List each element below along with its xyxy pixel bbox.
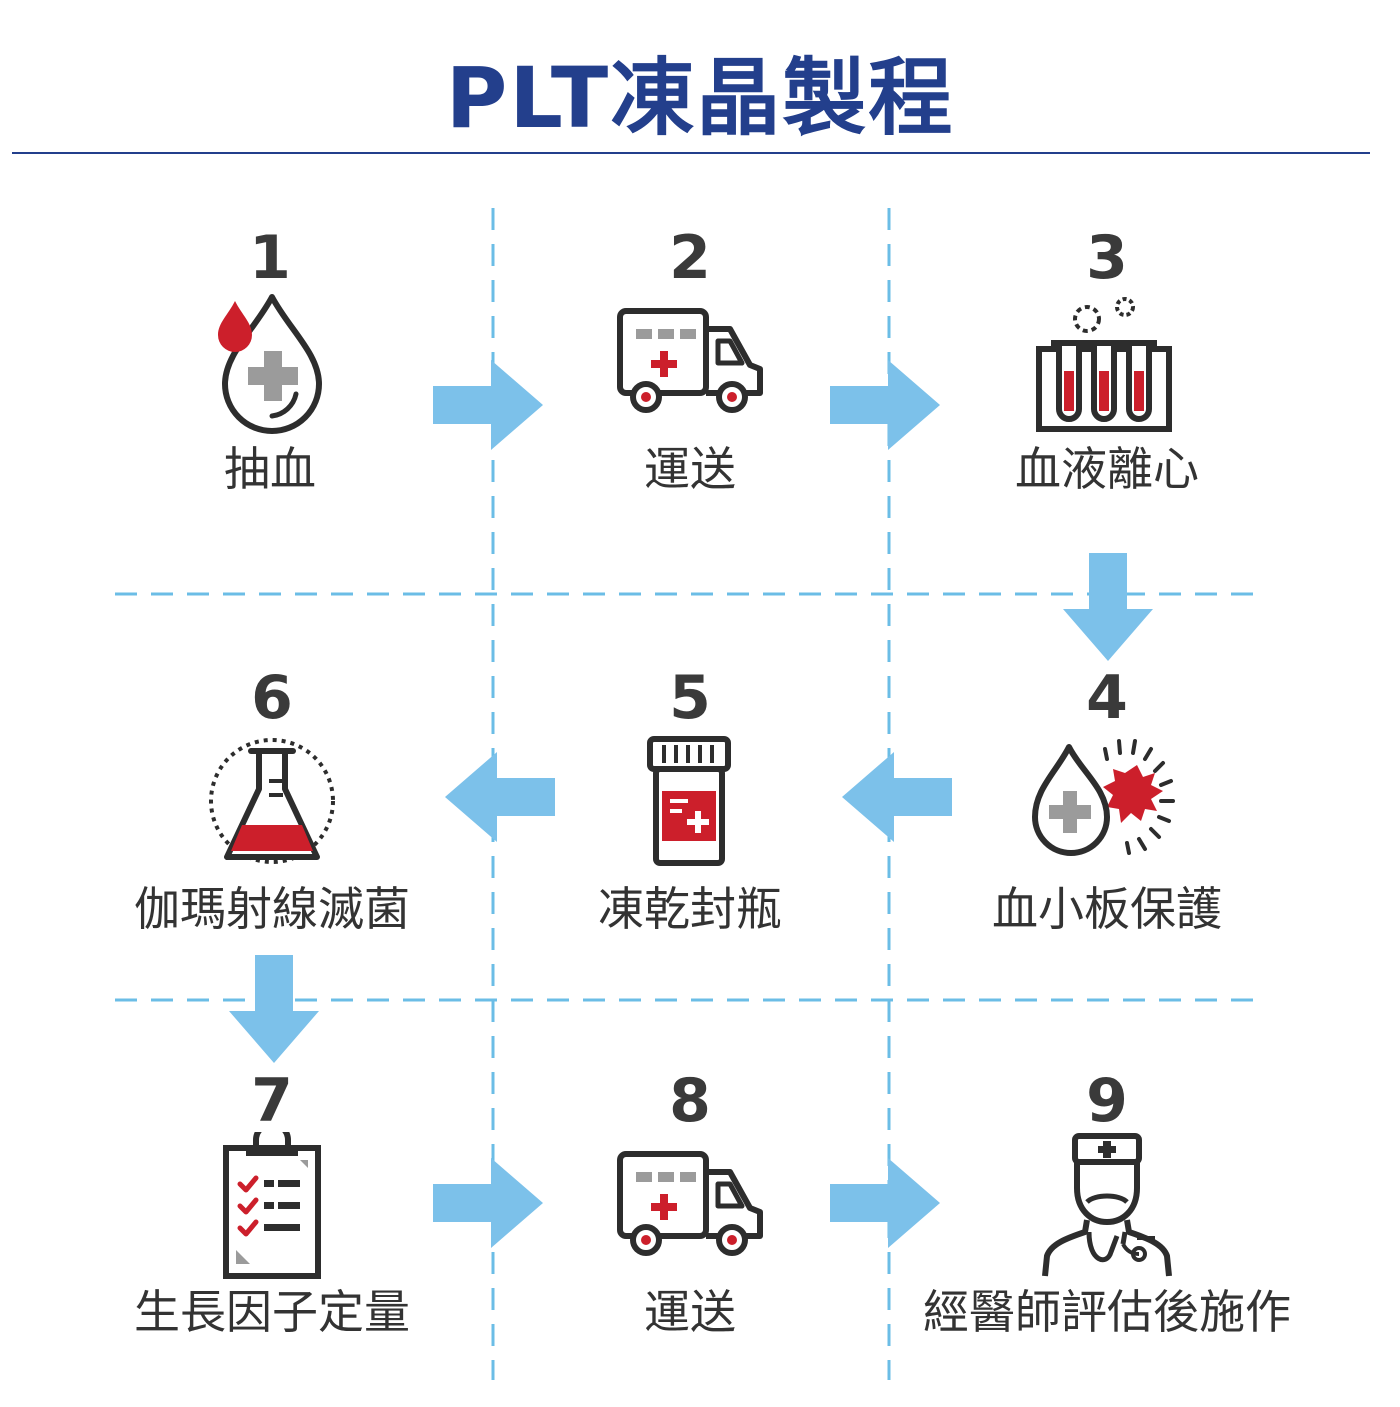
step-3: 3 血液離心 <box>917 225 1297 555</box>
step-number: 7 <box>251 1066 293 1136</box>
step-number: 8 <box>669 1066 711 1136</box>
step-number: 2 <box>669 223 711 293</box>
step-4: 4 血小板保護 <box>917 665 1297 995</box>
step-label: 運送 <box>644 442 736 496</box>
step-number: 9 <box>1086 1066 1128 1136</box>
arrow-left-4-5 <box>842 752 952 842</box>
step-number: 3 <box>1086 223 1128 293</box>
test-tubes-rack-icon <box>1036 297 1172 432</box>
step-label: 血液離心 <box>1015 442 1199 496</box>
drop-shield-burst-icon <box>1032 739 1175 856</box>
arrow-down-6-7 <box>229 955 319 1063</box>
clipboard-checklist-icon <box>223 1132 321 1279</box>
step-1: 1 抽血 <box>80 225 460 555</box>
step-6: 6 伽瑪射線滅菌 <box>82 665 462 995</box>
step-2: 2 運送 <box>500 225 880 555</box>
arrow-right-8-9 <box>830 1158 940 1248</box>
step-label: 伽瑪射線滅菌 <box>134 882 410 936</box>
title-divider <box>12 152 1370 154</box>
arrow-down-3-4 <box>1063 553 1153 661</box>
step-number: 4 <box>1086 663 1128 733</box>
step-8: 8 運送 <box>500 1068 880 1398</box>
step-number: 5 <box>669 663 711 733</box>
step-label: 經醫師評估後施作 <box>923 1285 1291 1339</box>
step-9: 9 經醫師評估後施作 <box>917 1068 1297 1398</box>
arrow-left-5-6 <box>445 752 555 842</box>
step-label: 抽血 <box>224 442 316 496</box>
step-label: 血小板保護 <box>992 882 1222 936</box>
arrow-right-7-8 <box>433 1158 543 1248</box>
step-number: 1 <box>249 223 291 293</box>
flask-radiation-icon <box>209 738 335 864</box>
ambulance-truck-icon <box>617 308 763 413</box>
step-number: 6 <box>251 663 293 733</box>
step-label: 運送 <box>644 1285 736 1339</box>
step-7: 7 生長因子定量 <box>82 1068 462 1398</box>
step-5: 5 凍乾封瓶 <box>500 665 880 995</box>
arrow-right-2-3 <box>830 360 940 450</box>
arrow-right-1-2 <box>433 360 543 450</box>
medicine-bottle-icon <box>647 736 731 866</box>
page-title: PLT凍晶製程 <box>445 49 955 147</box>
ambulance-truck-icon <box>617 1151 763 1256</box>
doctor-stethoscope-icon <box>1042 1133 1172 1277</box>
blood-drop-cross-icon <box>218 294 322 434</box>
step-label: 凍乾封瓶 <box>598 882 782 936</box>
step-label: 生長因子定量 <box>134 1285 410 1339</box>
